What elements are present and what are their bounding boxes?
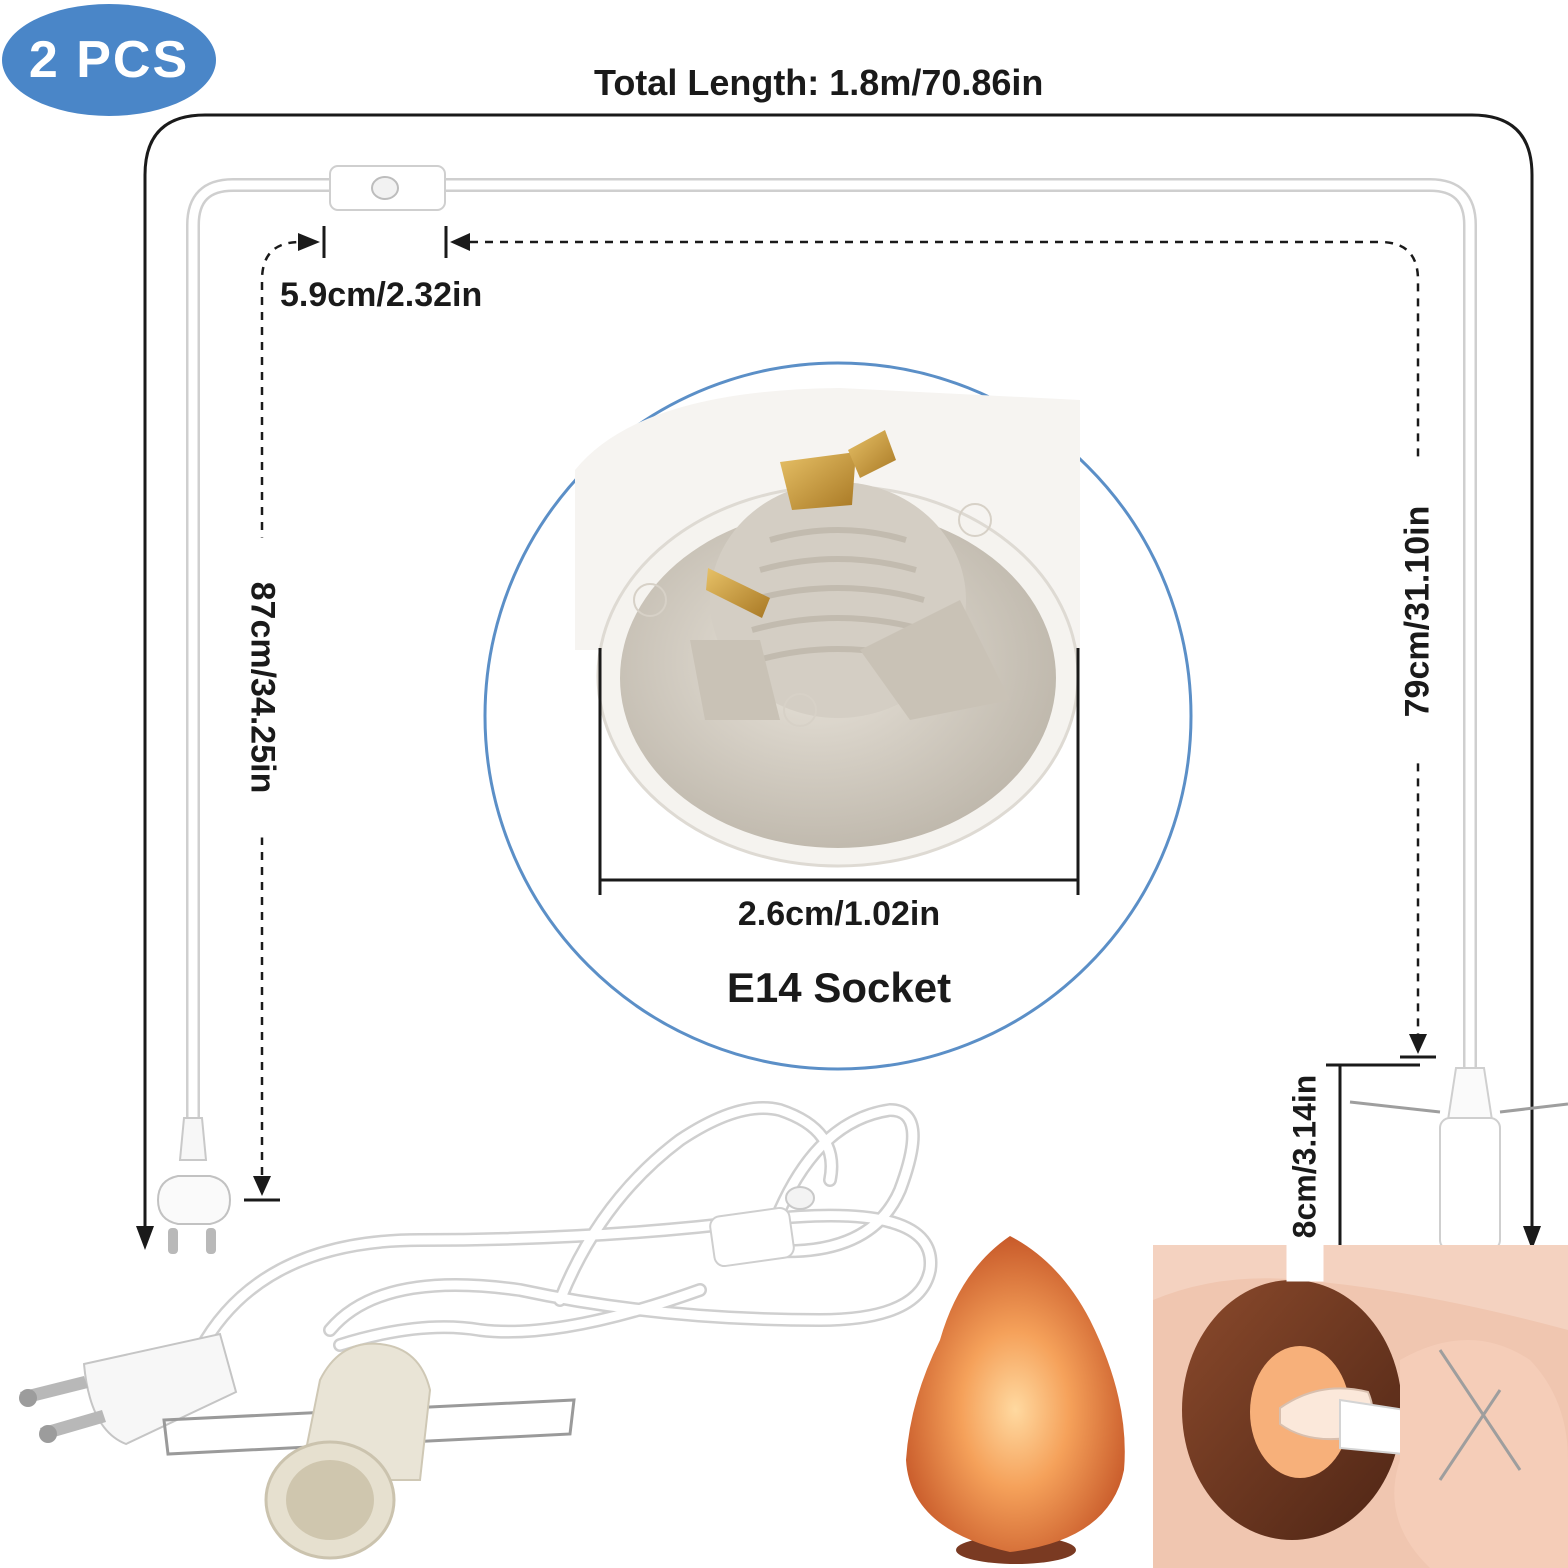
- e14-socket-icon: [575, 388, 1080, 868]
- total-length-label: Total Length: 1.8m/70.86in: [594, 62, 1044, 103]
- plug-to-switch-label: 87cm/34.25in: [242, 537, 282, 838]
- quantity-badge-label: 2 PCS: [28, 31, 190, 89]
- socket-name-label: E14 Socket: [726, 964, 952, 1011]
- eu-plug-icon: [156, 1117, 232, 1254]
- arrow-down-icon: [1409, 1034, 1427, 1054]
- quantity-badge: 2 PCS: [2, 4, 216, 116]
- coiled-cable-photo: [193, 1101, 938, 1357]
- inline-switch-icon: [329, 165, 446, 211]
- socket-diameter-dim: [598, 648, 1080, 895]
- arrow-right-icon: [298, 233, 320, 251]
- plug-to-switch-dim: [260, 240, 301, 1175]
- lamp-holder-icon: [1349, 1067, 1568, 1251]
- arrow-down-right-icon: [1523, 1226, 1541, 1250]
- salt-lamp-icon: [906, 1236, 1125, 1564]
- socket-diameter-label: 2.6cm/1.02in: [737, 895, 941, 933]
- cable-outline: [186, 178, 1477, 1125]
- total-length-line: [143, 113, 1534, 1232]
- arrow-down-icon: [253, 1176, 271, 1196]
- switch-to-socket-label: 79cm/31.10in: [1398, 461, 1438, 762]
- photo-socket-icon: [162, 1342, 576, 1560]
- switch-offset-label: 5.9cm/2.32in: [280, 276, 483, 314]
- photo-plug-icon: [19, 1332, 238, 1446]
- arrow-left-icon: [450, 233, 470, 251]
- arrow-down-left-icon: [136, 1226, 154, 1250]
- socket-length-label: 8cm/3.14in: [1286, 1031, 1324, 1282]
- installation-photo: [1153, 1245, 1568, 1568]
- socket-length-bracket: [1326, 1063, 1420, 1256]
